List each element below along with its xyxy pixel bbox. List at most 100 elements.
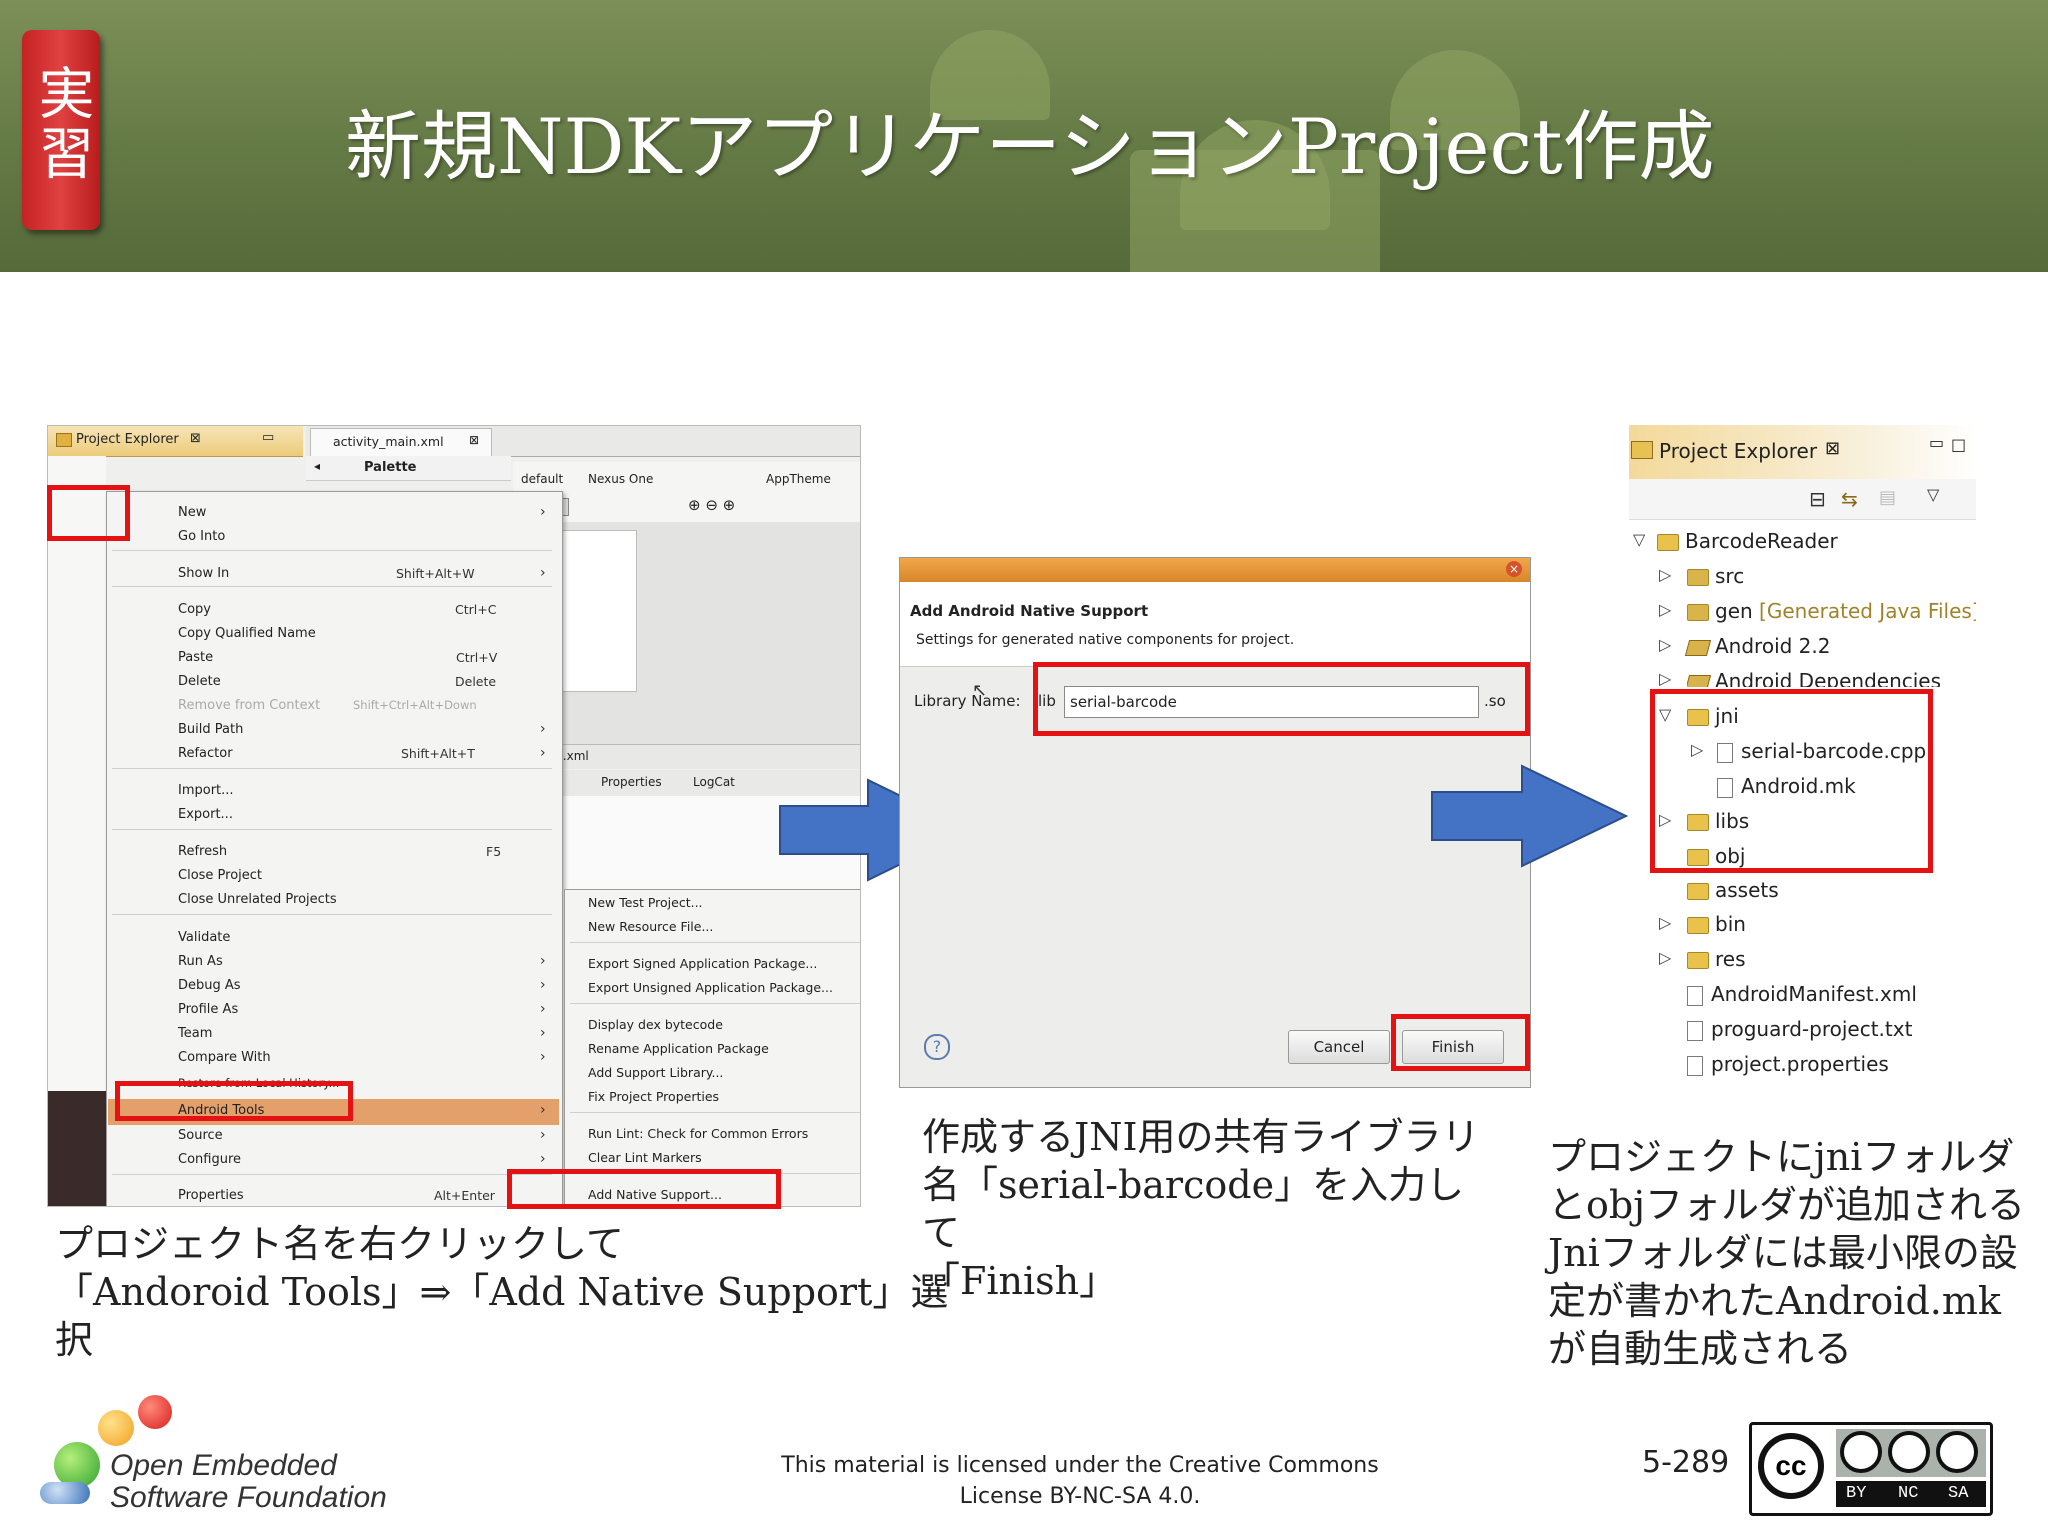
finish-button[interactable]: Finish bbox=[1402, 1030, 1504, 1064]
menu-item-new[interactable]: New bbox=[178, 505, 207, 520]
menu-item-copy-qualified-name[interactable]: Copy Qualified Name bbox=[178, 626, 316, 641]
menu-item-source[interactable]: Source bbox=[178, 1128, 223, 1143]
tree-item-android-2-2[interactable]: Android 2.2 bbox=[1684, 630, 1831, 662]
link-editor-icon[interactable]: ⇆ bbox=[1841, 487, 1858, 511]
tree-item-proguard[interactable]: proguard-project.txt bbox=[1687, 1013, 1912, 1045]
submenu-item-new-test-project[interactable]: New Test Project... bbox=[588, 895, 703, 910]
menu-item-debug-as[interactable]: Debug As bbox=[178, 978, 241, 993]
view-menu-icon[interactable]: ▤ bbox=[1879, 487, 1897, 508]
collapsed-icon[interactable]: ▷ bbox=[1659, 913, 1672, 932]
editor-tabbar: activity_main.xml ⊠ bbox=[306, 426, 860, 457]
slide-header: 実習 新規NDKアプリケーションProject作成 bbox=[0, 0, 2048, 272]
palette-header: ◂ Palette bbox=[306, 456, 511, 481]
folder-icon bbox=[1687, 952, 1709, 969]
chevron-down-icon[interactable]: ▽ bbox=[1927, 485, 1940, 504]
menu-item-delete[interactable]: Delete bbox=[178, 674, 221, 689]
menu-item-go-into[interactable]: Go Into bbox=[178, 529, 226, 544]
submenu-arrow-icon: › bbox=[540, 565, 546, 581]
back-icon[interactable]: ◂ bbox=[314, 459, 321, 473]
submenu-arrow-icon: › bbox=[540, 721, 546, 737]
submenu-arrow-icon: › bbox=[540, 745, 546, 761]
tree-item-bin[interactable]: bin bbox=[1687, 908, 1746, 940]
menu-item-compare-with[interactable]: Compare With bbox=[178, 1050, 271, 1065]
collapsed-icon[interactable]: ▷ bbox=[1659, 635, 1672, 654]
close-icon[interactable]: ⊠ bbox=[1825, 438, 1841, 459]
submenu-item-rename-package[interactable]: Rename Application Package bbox=[588, 1041, 769, 1056]
submenu-item-add-native-support[interactable]: Add Native Support... bbox=[588, 1187, 722, 1202]
tree-item-assets[interactable]: assets bbox=[1687, 874, 1779, 906]
collapsed-icon[interactable]: ▷ bbox=[1659, 600, 1672, 619]
tree-item-obj[interactable]: obj bbox=[1687, 840, 1746, 872]
collapse-all-icon[interactable]: ⊟ bbox=[1809, 487, 1826, 511]
menu-item-refactor[interactable]: Refactor bbox=[178, 746, 233, 761]
tree-item-jni[interactable]: jni bbox=[1687, 700, 1739, 732]
tree-item-project-properties[interactable]: project.properties bbox=[1687, 1048, 1889, 1080]
submenu-item-new-resource-file[interactable]: New Resource File... bbox=[588, 919, 714, 934]
close-icon[interactable]: ⊠ bbox=[469, 433, 480, 447]
submenu-arrow-icon: › bbox=[540, 1049, 546, 1065]
menu-item-build-path[interactable]: Build Path bbox=[178, 722, 244, 737]
collapsed-icon[interactable]: ▷ bbox=[1691, 740, 1704, 759]
menu-item-paste[interactable]: Paste bbox=[178, 650, 214, 665]
menu-item-export[interactable]: Export... bbox=[178, 807, 233, 822]
android-decoration bbox=[930, 30, 1050, 120]
caption-middle: 作成するJNI用の共有ライブラリ名「serial-barcode」を入力して 「… bbox=[922, 1115, 1480, 1303]
submenu-item-run-lint[interactable]: Run Lint: Check for Common Errors bbox=[588, 1126, 809, 1141]
menu-item-copy[interactable]: Copy bbox=[178, 602, 211, 617]
submenu-item-display-dex[interactable]: Display dex bytecode bbox=[588, 1017, 723, 1032]
submenu-item-add-support-library[interactable]: Add Support Library... bbox=[588, 1065, 724, 1080]
menu-item-run-as[interactable]: Run As bbox=[178, 954, 223, 969]
caption-left: プロジェクト名を右クリックして 「Andoroid Tools」⇒「Add Na… bbox=[55, 1222, 949, 1362]
folder-icon bbox=[1687, 814, 1709, 831]
menu-item-import[interactable]: Import... bbox=[178, 783, 234, 798]
tree-item-android-mk[interactable]: Android.mk bbox=[1717, 770, 1856, 802]
tree-item-libs[interactable]: libs bbox=[1687, 805, 1749, 837]
submenu-item-export-signed[interactable]: Export Signed Application Package... bbox=[588, 956, 818, 971]
collapsed-icon[interactable]: ▷ bbox=[1659, 565, 1672, 584]
expanded-icon[interactable]: ▽ bbox=[1659, 705, 1672, 724]
tree-item-gen[interactable]: gen [Generated Java Files] bbox=[1687, 595, 1976, 627]
menu-item-close-project[interactable]: Close Project bbox=[178, 868, 263, 883]
minimize-icon[interactable]: ▭ bbox=[1929, 433, 1945, 452]
close-icon[interactable]: ⊠ bbox=[190, 431, 201, 446]
submenu-item-clear-lint[interactable]: Clear Lint Markers bbox=[588, 1150, 702, 1165]
submenu-arrow-icon: › bbox=[540, 1151, 546, 1167]
cancel-button[interactable]: Cancel bbox=[1288, 1030, 1390, 1064]
maximize-icon[interactable]: □ bbox=[1951, 435, 1967, 454]
collapsed-icon[interactable]: ▷ bbox=[1659, 948, 1672, 967]
tree-item-barcodereader[interactable]: BarcodeReader bbox=[1657, 525, 1838, 557]
submenu-item-fix-project-properties[interactable]: Fix Project Properties bbox=[588, 1089, 720, 1104]
tree-item-serial-barcode-cpp[interactable]: serial-barcode.cpp bbox=[1717, 735, 1926, 767]
menu-item-remove-from-context[interactable]: Remove from Context bbox=[178, 698, 321, 713]
menu-item-android-tools[interactable]: Android Tools bbox=[178, 1103, 265, 1118]
zoom-icon[interactable]: ⊕ ⊖ ⊕ bbox=[688, 496, 736, 514]
collapsed-icon[interactable]: ▷ bbox=[1659, 810, 1672, 829]
help-icon[interactable]: ? bbox=[924, 1034, 950, 1060]
menu-item-validate[interactable]: Validate bbox=[178, 930, 231, 945]
menu-item-properties[interactable]: Properties bbox=[178, 1188, 244, 1203]
tab-activity-main[interactable]: activity_main.xml ⊠ bbox=[310, 428, 492, 456]
tree-item-android-dependencies[interactable]: Android Dependencies bbox=[1687, 665, 1941, 687]
logo-dot-orange bbox=[98, 1410, 134, 1446]
menu-separator bbox=[570, 942, 860, 943]
menu-item-configure[interactable]: Configure bbox=[178, 1152, 242, 1167]
minimize-icon[interactable]: ▭ bbox=[262, 430, 275, 445]
collapsed-icon[interactable]: ▷ bbox=[1659, 669, 1672, 688]
menu-item-show-in[interactable]: Show In bbox=[178, 566, 230, 581]
tree-item-src[interactable]: src bbox=[1687, 560, 1744, 592]
tree-item-androidmanifest[interactable]: AndroidManifest.xml bbox=[1687, 978, 1917, 1010]
layout-toolbar: default Nexus One AppTheme ⊕ ⊖ ⊕ bbox=[513, 462, 860, 522]
project-explorer-tab[interactable]: Project Explorer ⊠ ▭ bbox=[48, 426, 303, 457]
android-tools-submenu bbox=[564, 889, 860, 1206]
project-explorer-tab[interactable]: Project Explorer ⊠ ▭ □ bbox=[1629, 425, 1976, 479]
cpp-file-icon bbox=[1717, 742, 1733, 763]
menu-item-close-unrelated-projects[interactable]: Close Unrelated Projects bbox=[178, 892, 337, 907]
expanded-icon[interactable]: ▽ bbox=[1633, 530, 1646, 549]
close-icon[interactable]: × bbox=[1506, 561, 1522, 577]
menu-item-refresh[interactable]: Refresh bbox=[178, 844, 228, 859]
tree-item-res[interactable]: res bbox=[1687, 943, 1746, 975]
library-name-input[interactable]: serial-barcode bbox=[1064, 686, 1479, 718]
submenu-item-export-unsigned[interactable]: Export Unsigned Application Package... bbox=[588, 980, 833, 995]
menu-item-team[interactable]: Team bbox=[178, 1026, 213, 1041]
menu-item-profile-as[interactable]: Profile As bbox=[178, 1002, 239, 1017]
